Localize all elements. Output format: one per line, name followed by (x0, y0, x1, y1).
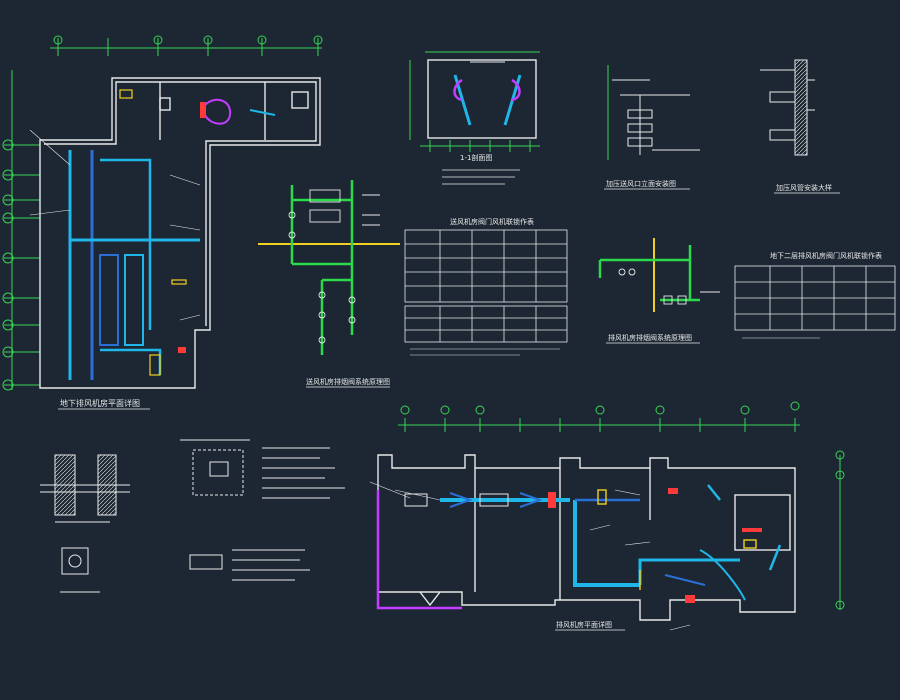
pressure-duct-detail: 加压风管安装大样 (760, 59, 840, 194)
riser-system-diagram: 送风机房排烟阀系统原理图 (258, 180, 400, 388)
top-dimension-line (50, 35, 323, 56)
plan-fire-markers (178, 102, 206, 353)
plan-leaders (29, 129, 201, 321)
exhaust-valve-system-diagram: 排风机房排烟阀系统原理图 (598, 238, 720, 344)
bottom-plan-leaders (369, 481, 691, 631)
section-title: 1-1剖面图 (460, 153, 492, 162)
bottom-plan-partition (376, 490, 462, 610)
outlet-elevation-detail: 加压送风口立面安装图 (604, 65, 700, 190)
section-notes (442, 169, 520, 185)
small-details-middle (180, 439, 345, 581)
plan-ducts (68, 98, 276, 380)
bottom-plan-ducts (404, 484, 782, 601)
plan-yellow-markers (119, 89, 187, 376)
table-top-title: 送风机房阀门风机联锁作表 (450, 217, 534, 226)
pressure-detail-title: 加压风管安装大样 (776, 183, 832, 192)
plan-bottom-title: 排风机房平面详图 (556, 620, 612, 629)
plan-bottom: 排风机房平面详图 (369, 401, 845, 631)
bottom-plan-fire-markers (548, 488, 762, 603)
interlock-table-top: 送风机房阀门风机联锁作表 (404, 217, 568, 356)
bottom-plan-walls (377, 454, 796, 621)
small-details-bottom-left (40, 454, 130, 593)
exhaust-valve-title: 排风机房排烟阀系统原理图 (608, 333, 692, 342)
section-1-1: 1-1剖面图 (409, 51, 540, 185)
table-right-title: 地下二层排风机房阀门风机联锁作表 (770, 251, 882, 260)
bottom-dimension-line (398, 401, 845, 610)
bottom-plan-yellow (597, 489, 757, 590)
interlock-table-right: 地下二层排风机房阀门风机联锁作表 (734, 251, 896, 339)
plan-top-left: 地下排风机房平面详图 (2, 35, 323, 410)
outlet-detail-title: 加压送风口立面安装图 (606, 179, 676, 188)
left-axis-line (2, 70, 40, 391)
plan-walls (39, 77, 321, 389)
plan-top-left-title: 地下排风机房平面详图 (60, 398, 140, 408)
riser-system-title: 送风机房排烟阀系统原理图 (306, 377, 390, 386)
